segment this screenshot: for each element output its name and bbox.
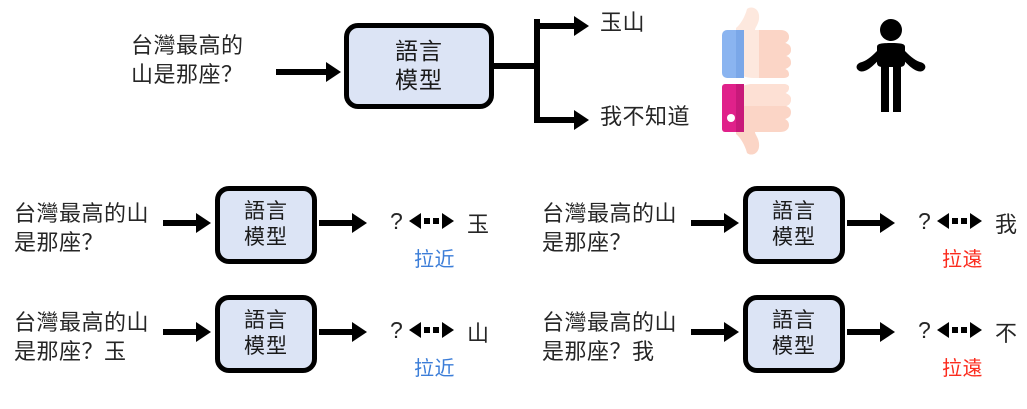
example-3-language-model-box: 語言 模型 — [743, 295, 845, 373]
example-2-distance-arrow — [409, 322, 454, 338]
example-1-distance-arrow — [937, 213, 982, 229]
example-0-distance-arrow — [409, 213, 454, 229]
example-2-input-arrow — [163, 322, 211, 342]
example-0-prompt: 台灣最高的山 是那座？ — [14, 201, 150, 255]
thumbs-down-icon — [712, 84, 796, 156]
top-row-branch-connector — [494, 15, 594, 130]
example-1-context-marker: ? — [918, 208, 931, 234]
example-1-pull-label: 拉遠 — [942, 249, 983, 271]
example-0-target-token: 玉 — [467, 212, 490, 237]
example-2-language-model-box: 語言 模型 — [215, 295, 317, 373]
example-2-output-arrow — [319, 322, 367, 342]
example-3-language-model-label: 語言 模型 — [772, 309, 816, 358]
example-3-distance-arrow — [937, 322, 982, 338]
example-3-input-arrow — [691, 322, 739, 342]
example-1-prompt: 台灣最高的山 是那座？ — [542, 201, 678, 255]
top-row-language-model-label: 語言 模型 — [395, 38, 443, 93]
example-0-language-model-label: 語言 模型 — [244, 200, 288, 249]
example-2-language-model-label: 語言 模型 — [244, 309, 288, 358]
top-row-prompt: 台灣最高的 山是那座？ — [131, 33, 244, 87]
example-1-output-arrow — [847, 213, 895, 233]
example-2-pull-label: 拉近 — [414, 358, 455, 380]
example-0-context-marker: ? — [390, 208, 403, 234]
top-row-language-model-box: 語言 模型 — [344, 23, 494, 109]
example-3-target-token: 不 — [995, 321, 1018, 346]
example-0-pull-label: 拉近 — [414, 249, 455, 271]
top-row-output-1: 我不知道 — [600, 104, 691, 129]
example-2-prompt: 台灣最高的山 是那座？玉 — [14, 310, 150, 364]
example-3-pull-label: 拉遠 — [942, 358, 983, 380]
example-1-language-model-box: 語言 模型 — [743, 186, 845, 264]
example-1-input-arrow — [691, 213, 739, 233]
person-shrug-icon — [855, 17, 927, 117]
top-row-input-arrow — [276, 62, 341, 82]
example-1-language-model-label: 語言 模型 — [772, 200, 816, 249]
top-row-output-0: 玉山 — [600, 10, 646, 35]
example-3-prompt: 台灣最高的山 是那座？我 — [542, 310, 678, 364]
example-0-output-arrow — [319, 213, 367, 233]
example-3-context-marker: ? — [918, 317, 931, 343]
example-0-input-arrow — [163, 213, 211, 233]
example-2-target-token: 山 — [467, 321, 490, 346]
example-0-language-model-box: 語言 模型 — [215, 186, 317, 264]
example-2-context-marker: ? — [390, 317, 403, 343]
thumbs-up-icon — [714, 6, 796, 78]
example-1-target-token: 我 — [995, 212, 1018, 237]
example-3-output-arrow — [847, 322, 895, 342]
